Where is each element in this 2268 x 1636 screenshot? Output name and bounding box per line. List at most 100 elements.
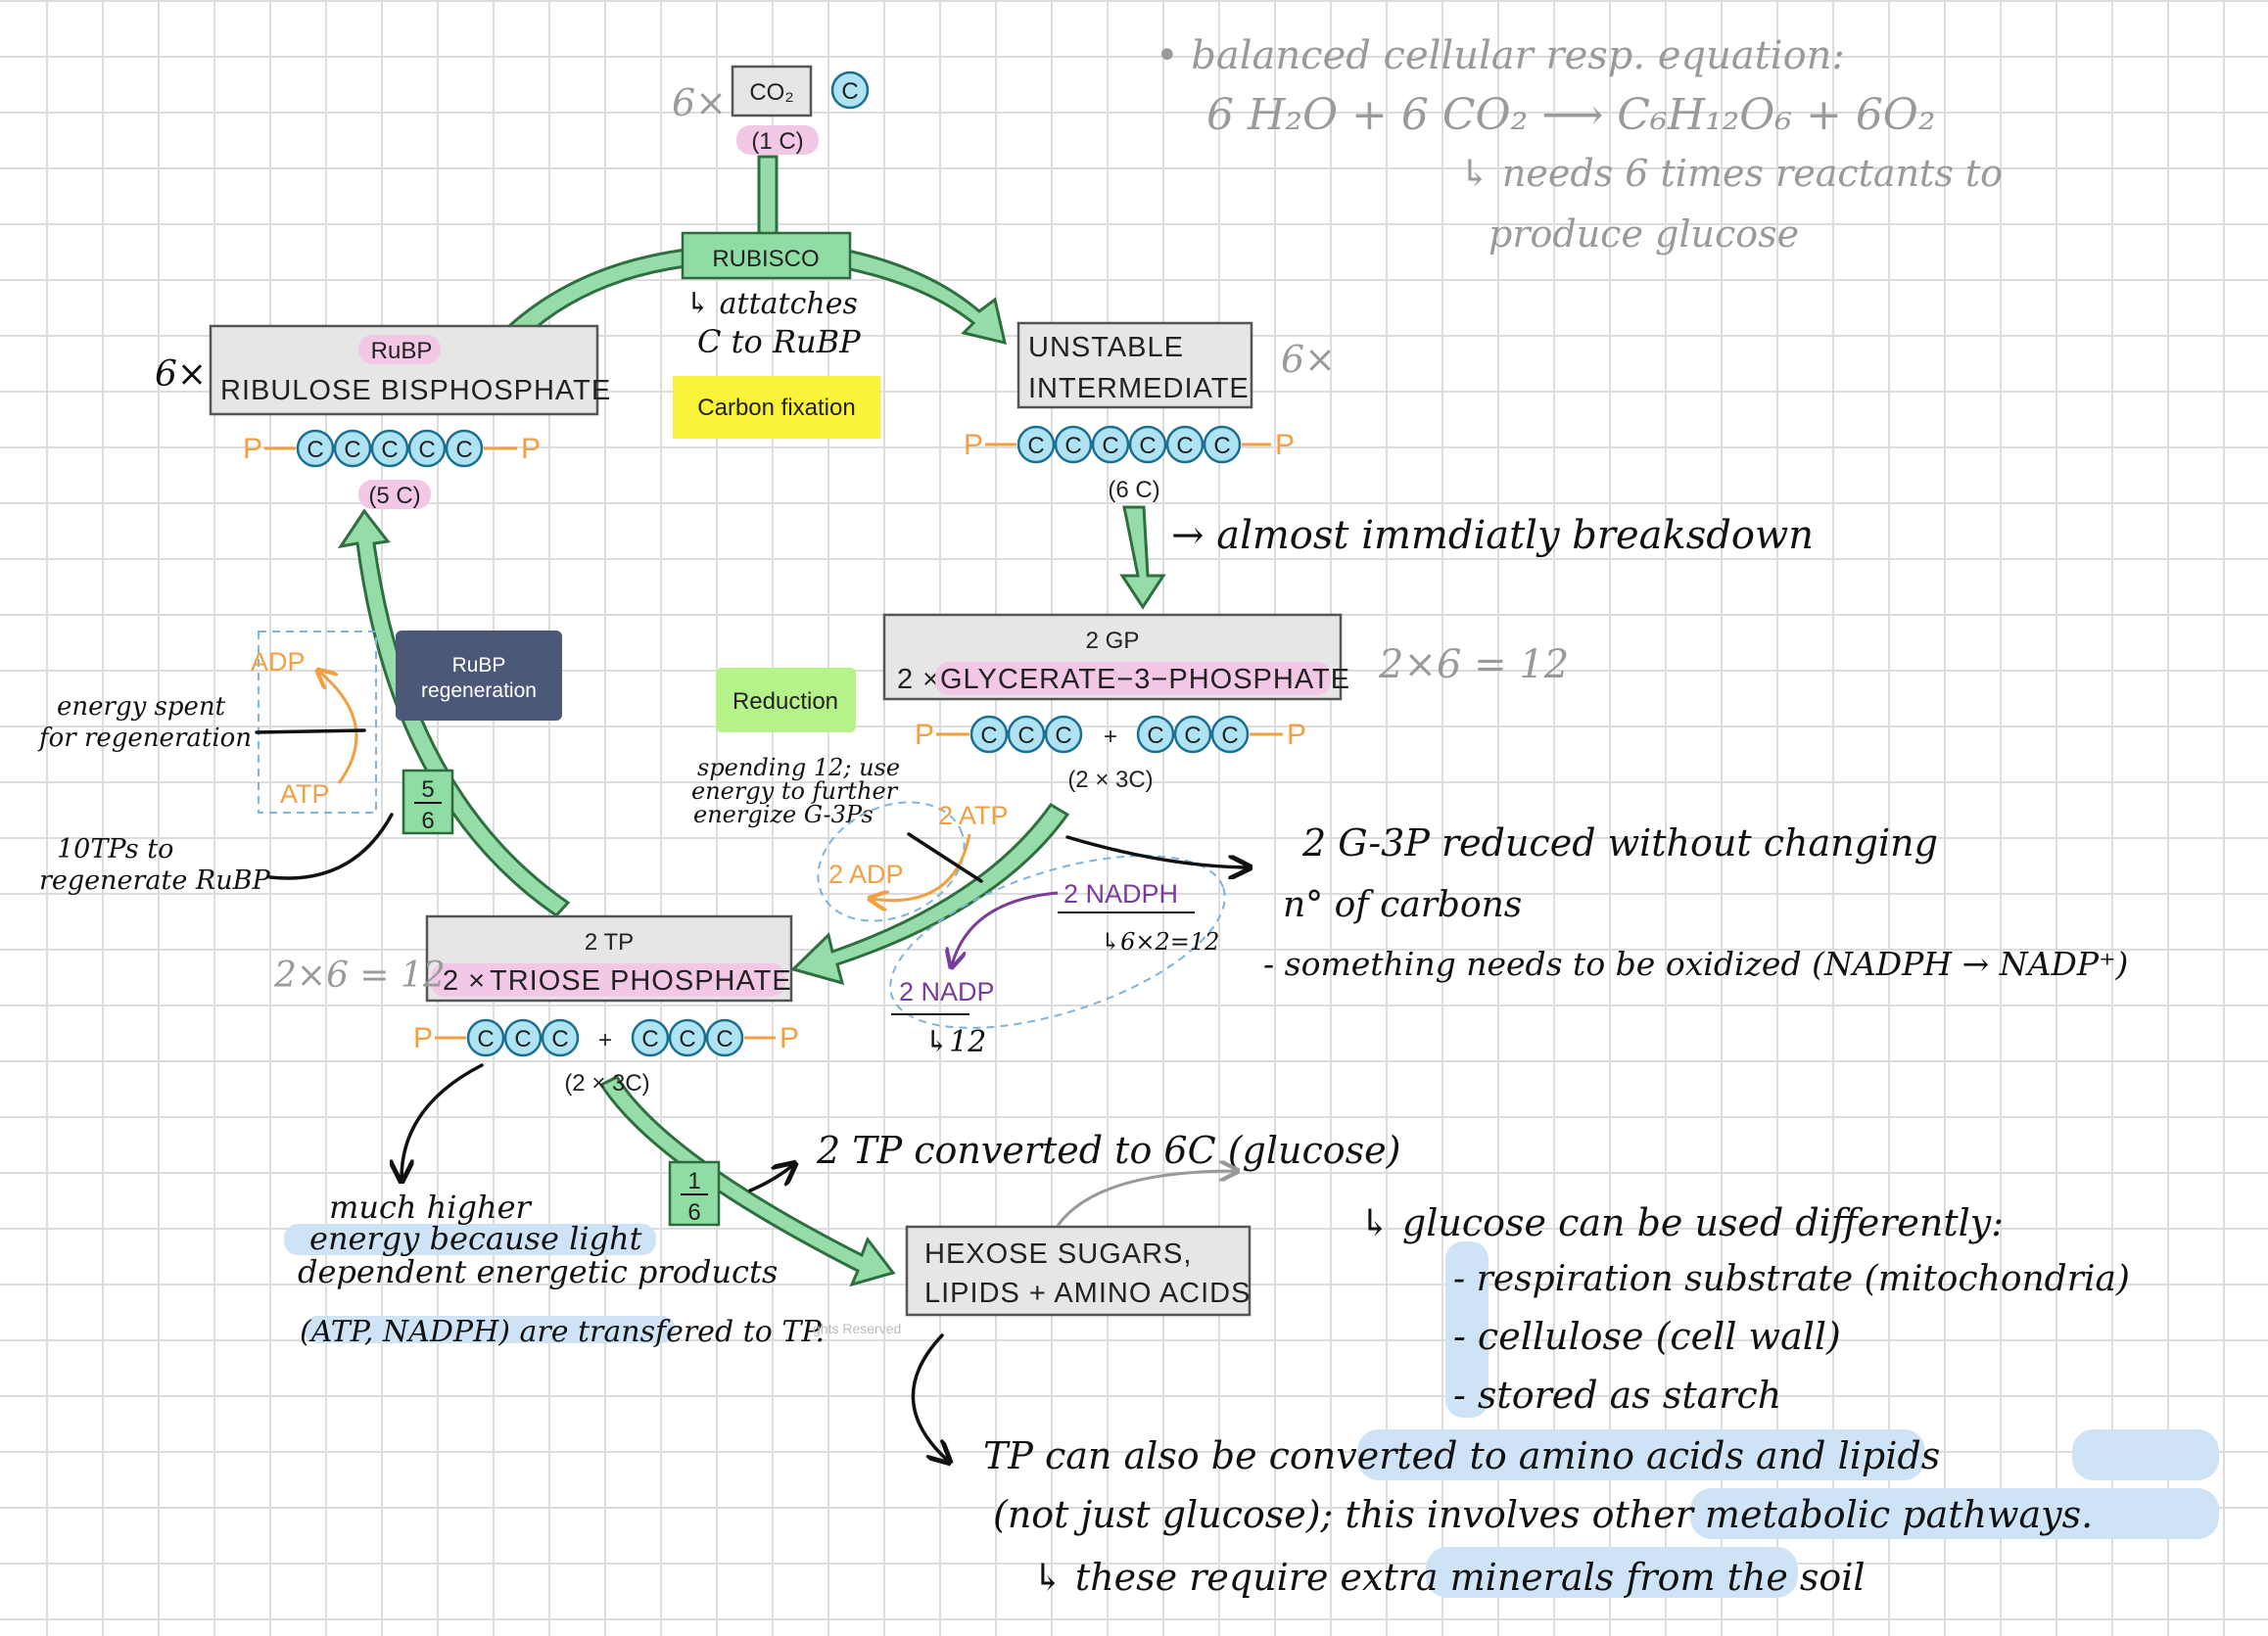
- rubp-name: RIBULOSE BISPHOSPHATE: [220, 375, 611, 406]
- svg-text:C: C: [455, 437, 472, 463]
- co2-label: CO₂: [749, 79, 793, 106]
- rubp-regeneration-line2: regeneration: [421, 679, 537, 702]
- unstable-line1: UNSTABLE: [1028, 332, 1184, 363]
- svg-text:C: C: [1221, 723, 1238, 749]
- glucose-use-3: - stored as starch: [1453, 1374, 1781, 1417]
- tp-other-note-line2: (not just glucose); this involves other …: [993, 1493, 2093, 1536]
- energy-highlight-1: [284, 1224, 656, 1255]
- equation-note-line1: • balanced cellular resp. equation:: [1156, 33, 1845, 78]
- tp-line1: 2 TP: [585, 929, 634, 956]
- rubp-molecule: P C C C C C P: [243, 429, 541, 468]
- fraction-one-sixth-den: 6: [687, 1199, 700, 1226]
- cycle-arrow-rubisco-to-unstable: [844, 249, 1007, 346]
- fraction-five-sixths-den: 6: [421, 808, 434, 834]
- svg-text:P: P: [915, 719, 934, 751]
- svg-text:C: C: [980, 723, 997, 749]
- tp-regen-note-line2: regenerate RuBP: [39, 865, 270, 896]
- rubisco-note-line1: ↳ attatches: [685, 287, 858, 321]
- svg-text:C: C: [477, 1026, 494, 1052]
- reduction-atp: 2 ATP: [938, 801, 1009, 830]
- regen-energy-arc: [319, 672, 358, 784]
- reduced-note-line1: 2 G-3P reduced without changing: [1301, 821, 1938, 865]
- tp-calc: 2×6 = 12: [273, 956, 446, 996]
- cycle-arrow-gp-to-tp: [790, 803, 1070, 986]
- tp-other-highlight-2: [2072, 1429, 2219, 1480]
- svg-text:P: P: [1275, 429, 1295, 461]
- unstable-multiplier: 6×: [1281, 338, 1336, 381]
- tp-name-highlight: [431, 963, 785, 997]
- gp-count: (2 × 3C): [1067, 767, 1153, 793]
- tp-other-highlight-1: [1357, 1429, 1925, 1480]
- carbon-atom: [830, 70, 870, 110]
- phosphate-left: P: [243, 433, 262, 465]
- reduction-nadph-arc: [952, 891, 1059, 965]
- arrow-tp-to-hexose: [598, 1075, 896, 1287]
- atp-regen-dashed-box: [258, 631, 377, 814]
- tp-regen-note-line1: 10TPs to: [57, 834, 173, 865]
- svg-text:C: C: [1176, 433, 1193, 459]
- rubisco-note-line2: C to RuBP: [697, 323, 861, 360]
- rubp-abbr: RuBP: [371, 338, 433, 364]
- rubp-regeneration-line1: RuBP: [452, 654, 506, 677]
- svg-text:C: C: [381, 437, 398, 463]
- unstable-count: (6 C): [1108, 477, 1159, 503]
- tp-prefix: 2 ×: [443, 965, 486, 997]
- gp-molecules: P C C C + C C C P: [915, 715, 1306, 754]
- tp-to-energy-arrow: [402, 1063, 484, 1179]
- svg-text:C: C: [1027, 433, 1044, 459]
- co2-count-highlight: [736, 125, 819, 155]
- svg-text:P: P: [780, 1022, 799, 1054]
- rubisco-box: [681, 231, 852, 280]
- gp-prefix: 2 ×: [897, 664, 940, 695]
- copyright-text: ghts Reserved: [813, 1321, 901, 1336]
- unstable-line2: INTERMEDIATE: [1028, 373, 1250, 404]
- equation-note-line4: produce glucose: [1488, 212, 1799, 256]
- regen-note-line1: energy spent: [57, 692, 226, 722]
- equation-note-line2: 6 H₂O + 6 CO₂ ⟶ C₆H₁₂O₆ + 6O₂: [1206, 90, 1936, 140]
- reduced-note-line3: - something needs to be oxidized (NADPH …: [1263, 945, 2128, 983]
- glucose-use-1: - respiration substrate (mitochondria): [1453, 1259, 2130, 1299]
- reduction-label: Reduction: [732, 688, 838, 715]
- unstable-molecule: P C C C C C C P: [964, 425, 1295, 464]
- energy-note-line4: (ATP, NADPH) are transfered to TP.: [300, 1315, 825, 1349]
- svg-text:C: C: [1064, 433, 1081, 459]
- rubp-multiplier: 6×: [155, 354, 207, 395]
- svg-text:P: P: [964, 429, 983, 461]
- svg-text:C: C: [1147, 723, 1163, 749]
- gp-name: GLYCERATE−3−PHOSPHATE: [940, 664, 1350, 695]
- reduction-adp: 2 ADP: [828, 860, 904, 889]
- svg-text:C: C: [307, 437, 323, 463]
- reduction-nadp: 2 NADP: [899, 977, 995, 1006]
- rubp-abbr-highlight: [358, 335, 441, 364]
- svg-text:C: C: [514, 1026, 531, 1052]
- reduction-nadph: 2 NADPH: [1063, 879, 1178, 909]
- tp-other-note-line3: ↳ these require extra minerals from the …: [1032, 1556, 1866, 1599]
- equation-note-line3: ↳ needs 6 times reactants to: [1459, 152, 2003, 195]
- tp-other-highlight-4: [1426, 1547, 1798, 1598]
- spending-note-line1: spending 12; use: [697, 754, 900, 781]
- cycle-arrow-tp-to-rubp: [337, 508, 571, 917]
- regen-adp: ADP: [251, 647, 306, 677]
- hexose-box: [905, 1225, 1252, 1317]
- tp-count: (2 × 3C): [564, 1070, 649, 1097]
- energy-note-line3: dependent energetic products: [298, 1253, 778, 1290]
- energy-highlight-2: [304, 1316, 676, 1343]
- svg-text:C: C: [679, 1026, 695, 1052]
- co2-multiplier: 6×: [672, 81, 727, 124]
- tp-other-highlight-3: [1690, 1488, 2219, 1539]
- rubp-count-highlight: [358, 480, 431, 509]
- svg-text:C: C: [418, 437, 435, 463]
- nadp-note: ↳12: [924, 1025, 986, 1059]
- svg-text:C: C: [344, 437, 360, 463]
- atp-dashed-ellipse: [817, 801, 966, 922]
- carbon-fixation-label: Carbon fixation: [697, 395, 855, 421]
- gp-line1: 2 GP: [1086, 628, 1140, 654]
- svg-text:C: C: [1017, 723, 1034, 749]
- carbon-atom-label: C: [841, 78, 858, 105]
- nadph-note: ↳6×2=12: [1101, 928, 1219, 956]
- svg-text:C: C: [1139, 433, 1156, 459]
- hexose-line1: HEXOSE SUGARS,: [924, 1239, 1192, 1270]
- fraction-five-sixths-num: 5: [421, 776, 434, 803]
- fraction-one-sixth-num: 1: [687, 1168, 700, 1194]
- co2-connector: [757, 155, 779, 239]
